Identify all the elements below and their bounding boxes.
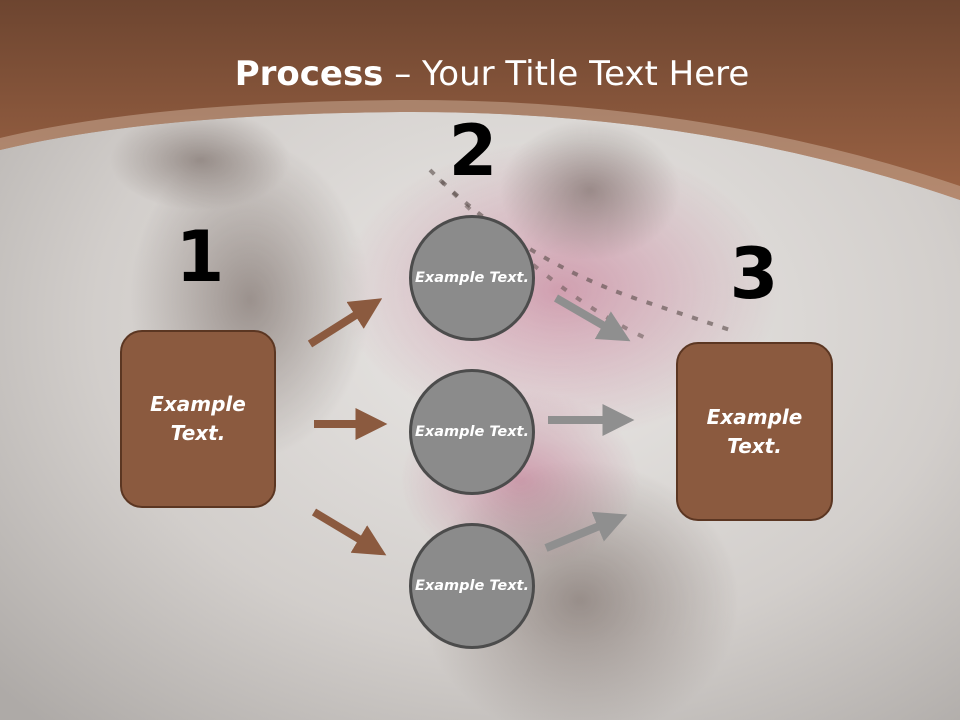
step-3-box: Example Text.	[676, 342, 833, 521]
step-3-label: Example Text.	[706, 404, 803, 458]
header-band	[0, 0, 960, 200]
title-bold: Process	[234, 54, 384, 94]
slide-title: Process – Your Title Text Here	[0, 52, 960, 96]
step-number-3: 3	[729, 233, 779, 315]
background-photo	[110, 110, 780, 720]
step-2-circle-bottom: Example Text.	[409, 523, 535, 649]
circle-top-label: Example Text.	[414, 269, 530, 286]
step-1-box: Example Text.	[120, 330, 276, 508]
step-number-2: 2	[448, 110, 498, 192]
step-2-circle-middle: Example Text.	[409, 369, 535, 495]
circle-bottom-label: Example Text.	[414, 577, 530, 594]
step-1-label: Example Text.	[150, 392, 246, 445]
step-2-circle-top: Example Text.	[409, 215, 535, 341]
step-number-1: 1	[175, 216, 225, 298]
circle-middle-label: Example Text.	[414, 423, 530, 440]
title-rest: – Your Title Text Here	[383, 54, 750, 94]
